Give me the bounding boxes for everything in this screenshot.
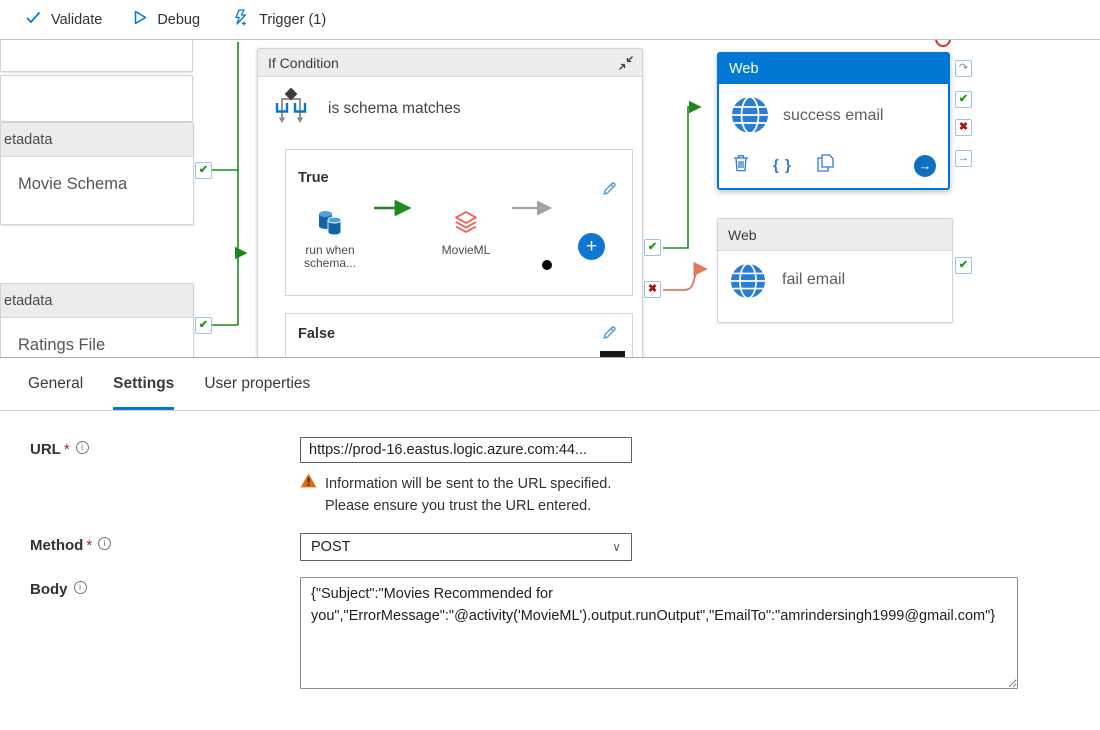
activity-action-row: { } →	[733, 154, 936, 177]
activity-name: success email	[783, 107, 884, 124]
if-condition-type-label: If Condition	[268, 54, 339, 71]
url-row: URL*i Information will be sent to the UR…	[30, 437, 1100, 517]
success-port-badge[interactable]: ✔	[195, 162, 212, 179]
debug-label: Debug	[157, 11, 201, 28]
method-label: Method*i	[30, 533, 300, 561]
panel-tabs: General Settings User properties	[0, 358, 1100, 411]
method-select[interactable]: POST ∨	[300, 533, 632, 561]
debug-play-icon	[134, 10, 147, 29]
delete-icon[interactable]	[733, 154, 749, 177]
url-control: Information will be sent to the URL spec…	[300, 437, 632, 517]
database-icon	[317, 211, 343, 240]
connector-lines	[212, 42, 708, 326]
failure-port-badge[interactable]: ✖	[644, 281, 661, 298]
validate-label: Validate	[51, 11, 103, 28]
activity-type-header: etadata	[1, 123, 193, 157]
success-port-badge[interactable]: ✔	[955, 257, 972, 274]
activity-web-fail-email[interactable]: Web fail email	[717, 218, 953, 323]
pipeline-toolbar: Validate Debug Trigger (1)	[0, 0, 1100, 40]
url-warning: Information will be sent to the URL spec…	[300, 473, 632, 517]
canvas-scrollbar-thumb[interactable]	[600, 351, 625, 357]
trigger-lightning-icon	[232, 9, 249, 30]
activity-name: MovieML	[441, 243, 491, 257]
success-port-badge[interactable]: ✔	[195, 317, 212, 334]
url-label: URL*i	[30, 437, 300, 517]
method-selected-value: POST	[311, 539, 351, 555]
cursor-dot	[542, 260, 552, 270]
warning-icon	[300, 473, 317, 517]
info-icon[interactable]: i	[98, 537, 112, 550]
true-branch-label: True	[298, 170, 329, 186]
navigate-arrow-button[interactable]: →	[914, 154, 936, 177]
collapse-icon[interactable]	[618, 55, 634, 71]
tab-settings[interactable]: Settings	[113, 358, 175, 410]
databricks-icon	[453, 211, 479, 240]
success-port-badge[interactable]: ✔	[644, 239, 661, 256]
method-row: Method*i POST ∨	[30, 533, 1100, 561]
web-activity-body: success email { } →	[719, 84, 948, 186]
globe-icon	[730, 263, 766, 304]
activity-name: Ratings File	[18, 336, 106, 354]
add-activity-button[interactable]: +	[578, 233, 605, 260]
activity-databricks-run-when-schema[interactable]: run when schema...	[298, 210, 362, 270]
info-icon[interactable]: i	[75, 441, 89, 454]
false-branch-label: False	[298, 326, 336, 342]
clone-icon[interactable]	[816, 154, 834, 177]
false-branch-container[interactable]: False	[285, 313, 633, 357]
globe-icon	[731, 96, 769, 139]
pipeline-canvas[interactable]: etadata Movie Schema ✔ etadata Ratings F…	[0, 40, 1100, 357]
required-marker: *	[86, 537, 93, 554]
if-condition-name: is schema matches	[328, 100, 461, 117]
web-activity-header: Web	[719, 54, 948, 84]
required-marker: *	[63, 441, 70, 458]
debug-button[interactable]: Debug	[134, 10, 200, 29]
edit-pencil-icon[interactable]	[601, 180, 618, 197]
body-textarea[interactable]: {"Subject":"Movies Recommended for you",…	[300, 577, 1018, 689]
activity-get-metadata-movie-schema[interactable]: etadata Movie Schema	[0, 122, 194, 225]
settings-form: URL*i Information will be sent to the UR…	[0, 411, 1100, 689]
trigger-label: Trigger (1)	[259, 11, 327, 28]
true-branch-container[interactable]: True run when schema...	[285, 149, 633, 296]
completion-port-badge[interactable]: →	[955, 150, 972, 167]
success-port-badge[interactable]: ✔	[955, 91, 972, 108]
trigger-button[interactable]: Trigger (1)	[232, 9, 326, 30]
tab-general[interactable]: General	[28, 375, 84, 392]
properties-panel: General Settings User properties URL*i	[0, 357, 1100, 730]
activity-name: Movie Schema	[18, 175, 128, 193]
web-activity-body: fail email	[718, 251, 952, 322]
web-type-label: Web	[729, 60, 759, 77]
web-type-label: Web	[728, 226, 757, 243]
validate-button[interactable]: Validate	[26, 11, 102, 28]
partial-activity-box[interactable]	[0, 75, 193, 122]
chevron-down-icon: ∨	[612, 540, 621, 554]
activity-type-header: etadata	[1, 284, 193, 318]
skip-port-badge[interactable]: ↷	[955, 60, 972, 77]
info-icon[interactable]: i	[73, 581, 87, 594]
edit-pencil-icon[interactable]	[601, 324, 618, 341]
url-input[interactable]	[300, 437, 632, 463]
activity-web-success-email[interactable]: Web success email	[717, 52, 950, 190]
if-condition-header: If Condition	[258, 49, 642, 77]
branch-arrows	[374, 199, 553, 217]
partial-activity-box-top[interactable]	[0, 40, 193, 72]
activity-get-metadata-ratings-file[interactable]: etadata Ratings File	[0, 283, 194, 357]
tab-user-properties[interactable]: User properties	[204, 375, 311, 392]
activity-movie-ml[interactable]: MovieML	[433, 210, 499, 257]
activity-name: fail email	[782, 271, 846, 288]
validate-check-icon	[26, 11, 41, 28]
failure-port-badge[interactable]: ✖	[955, 119, 972, 136]
activity-if-condition[interactable]: If Condition is schema matches True	[257, 48, 643, 357]
activity-name: run when schema...	[303, 243, 357, 270]
code-braces-icon[interactable]: { }	[773, 157, 792, 174]
warning-text: Information will be sent to the URL spec…	[325, 476, 612, 514]
if-condition-icon	[274, 87, 308, 130]
web-activity-header: Web	[718, 219, 952, 251]
